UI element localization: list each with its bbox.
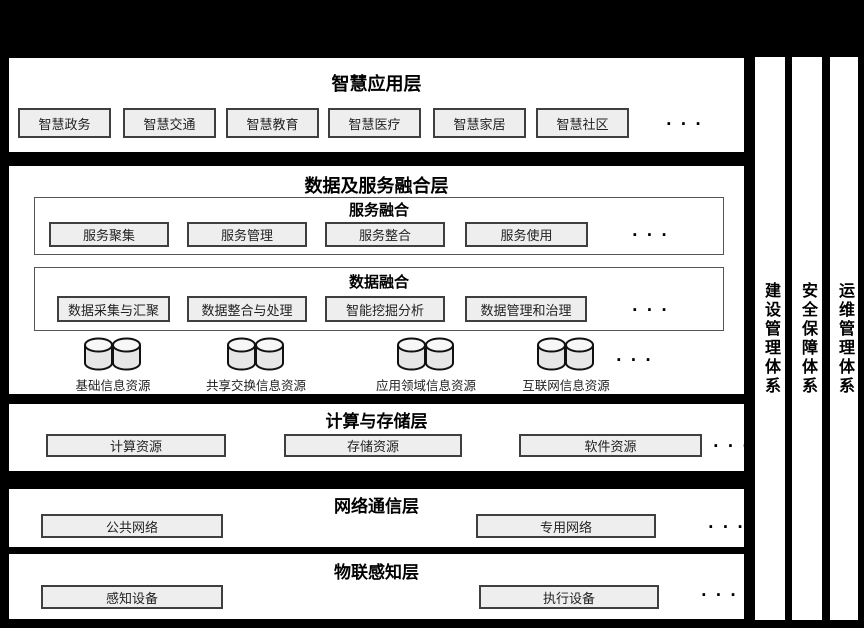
data-box-process: 数据整合与处理 xyxy=(187,296,307,322)
service-box-integrate: 服务整合 xyxy=(325,222,445,247)
network-box-public: 公共网络 xyxy=(41,514,223,538)
pillar-construction-management: 建设管理体系 xyxy=(755,57,785,620)
app-ellipsis: ··· xyxy=(664,113,708,133)
layer-title-app: 智慧应用层 xyxy=(331,74,422,94)
data-box-mining: 智能挖掘分析 xyxy=(325,296,445,322)
resource-shared-exchange-info: 共享交换信息资源 xyxy=(181,336,331,394)
data-fusion-title: 数据融合 xyxy=(348,275,409,291)
resource-label: 应用领域信息资源 xyxy=(375,379,476,393)
iot-box-actuating: 执行设备 xyxy=(479,585,659,609)
pillar-label: 运维管理体系 xyxy=(836,281,853,396)
resource-label: 互联网信息资源 xyxy=(522,379,610,393)
resource-label: 基础信息资源 xyxy=(75,379,151,393)
network-box-private: 专用网络 xyxy=(476,514,656,538)
layer-panel-fusion: 数据及服务融合层 服务融合 服务聚集 服务管理 服务整合 服务使用 ··· 数据… xyxy=(8,165,745,395)
layer-title-compute: 计算与存储层 xyxy=(325,412,428,431)
resource-basic-info: 基础信息资源 xyxy=(38,336,188,394)
pillar-operations-management: 运维管理体系 xyxy=(830,57,858,620)
app-box-community: 智慧社区 xyxy=(536,108,629,138)
database-icon xyxy=(537,337,594,371)
pillar-security-assurance: 安全保障体系 xyxy=(792,57,822,620)
pillar-label: 安全保障体系 xyxy=(799,281,816,396)
service-box-aggregate: 服务聚集 xyxy=(49,222,169,247)
compute-box-storage: 存储资源 xyxy=(284,434,462,457)
layer-panel-iot: 物联感知层 感知设备 执行设备 ··· xyxy=(8,553,745,620)
resource-label: 共享交换信息资源 xyxy=(205,379,306,393)
service-box-manage: 服务管理 xyxy=(187,222,307,247)
data-fusion-group: 数据融合 数据采集与汇聚 数据整合与处理 智能挖掘分析 数据管理和治理 ··· xyxy=(34,267,724,331)
service-fusion-title: 服务融合 xyxy=(348,203,409,219)
database-icon xyxy=(227,337,284,371)
compute-box-software: 软件资源 xyxy=(519,434,702,457)
data-ellipsis: ··· xyxy=(630,299,674,319)
iot-box-sensing: 感知设备 xyxy=(41,585,223,609)
service-ellipsis: ··· xyxy=(630,225,674,244)
layer-title-network: 网络通信层 xyxy=(334,497,419,516)
app-box-medical: 智慧医疗 xyxy=(328,108,421,138)
app-box-home: 智慧家居 xyxy=(433,108,526,138)
layer-title-iot: 物联感知层 xyxy=(334,563,419,582)
layer-panel-app: 智慧应用层 智慧政务 智慧交通 智慧教育 智慧医疗 智慧家居 智慧社区 ··· xyxy=(8,57,745,153)
resource-application-domain-info: 应用领域信息资源 xyxy=(351,336,501,394)
app-box-education: 智慧教育 xyxy=(226,108,319,138)
database-icon xyxy=(397,337,454,371)
app-box-traffic: 智慧交通 xyxy=(123,108,216,138)
service-fusion-group: 服务融合 服务聚集 服务管理 服务整合 服务使用 ··· xyxy=(34,197,724,255)
layer-panel-network: 网络通信层 公共网络 专用网络 ··· xyxy=(8,488,745,548)
app-box-gov: 智慧政务 xyxy=(18,108,111,138)
service-box-use: 服务使用 xyxy=(465,222,588,247)
pillar-label: 建设管理体系 xyxy=(762,281,779,396)
iot-ellipsis: ··· xyxy=(699,584,743,604)
layer-panel-compute: 计算与存储层 计算资源 存储资源 软件资源 ··· xyxy=(8,403,750,472)
network-ellipsis: ··· xyxy=(706,516,750,536)
layer-title-fusion: 数据及服务融合层 xyxy=(304,176,449,196)
resources-ellipsis: ··· xyxy=(614,349,658,369)
database-icon xyxy=(84,337,141,371)
compute-box-computing: 计算资源 xyxy=(46,434,226,457)
data-box-collect: 数据采集与汇聚 xyxy=(57,296,170,322)
compute-ellipsis: ··· xyxy=(711,436,755,455)
data-box-govern: 数据管理和治理 xyxy=(465,296,587,322)
resource-internet-info: 互联网信息资源 xyxy=(491,336,641,394)
